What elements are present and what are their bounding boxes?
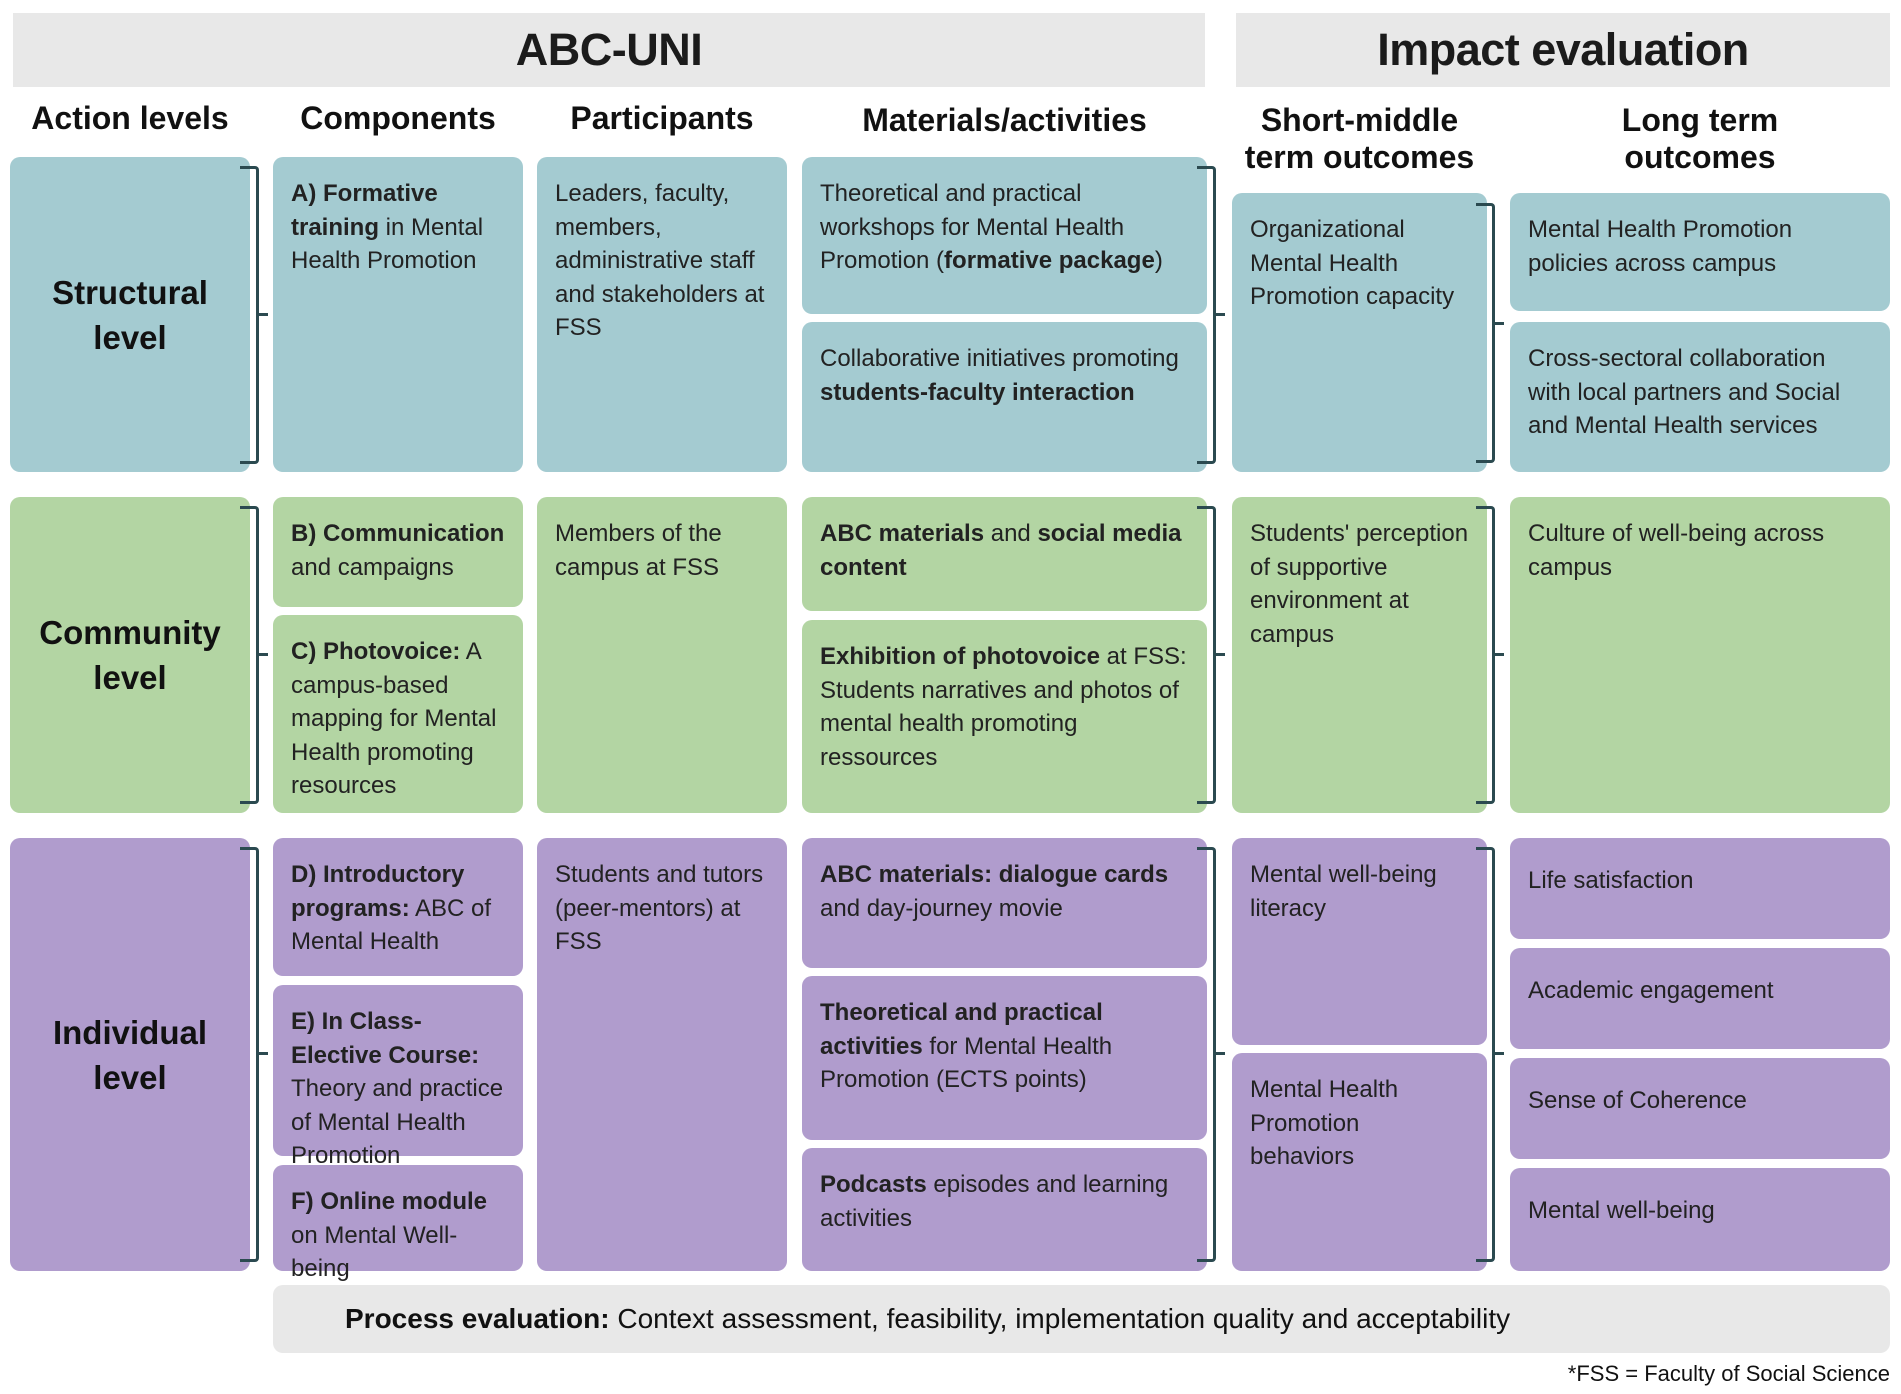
long-outcome-sense-of-coherence: Sense of Coherence — [1510, 1058, 1890, 1159]
short-outcome-mhp-behaviors: Mental Health Promotion behaviors — [1232, 1053, 1487, 1271]
bracket-tick-individual-short — [1495, 1052, 1504, 1055]
material-workshops-post: ) — [1154, 247, 1163, 274]
short-outcome-wellbeing-literacy: Mental well-being literacy — [1232, 838, 1487, 1045]
material-ects-rest: for Mental Health Promotion (ECTS points… — [820, 1032, 1113, 1094]
material-collaborative-initiatives: Collaborative initiatives promoting stud… — [802, 322, 1207, 472]
participants-structural: Leaders, faculty, members, administrativ… — [537, 157, 787, 472]
process-evaluation-label: Process evaluation: — [345, 1303, 610, 1334]
long-outcome-cross-sectoral: Cross-sectoral collaboration with local … — [1510, 322, 1890, 472]
long-outcome-culture-wellbeing: Culture of well-being across campus — [1510, 497, 1890, 813]
material-collaborative-pre: Collaborative initiatives promoting — [820, 345, 1179, 372]
short-outcome-organizational-capacity: Organizational Mental Health Promotion c… — [1232, 193, 1487, 472]
level-structural: Structural level — [10, 157, 250, 472]
header-short-middle-outcomes: Short-middle term outcomes — [1232, 102, 1487, 176]
header-long-term-outcomes: Long term outcomes — [1510, 102, 1890, 176]
banner-abc-uni: ABC-UNI — [13, 13, 1205, 87]
header-participants: Participants — [570, 100, 754, 136]
header-short-middle-line2: term outcomes — [1244, 139, 1475, 175]
material-dialogue-rest: and day-journey movie — [820, 894, 1063, 922]
material-abc-mid: and — [984, 520, 1038, 547]
component-d-rest: ABC of Mental Health — [291, 894, 492, 956]
long-outcome-academic-engagement: Academic engagement — [1510, 948, 1890, 1049]
header-short-middle-line1: Short-middle — [1260, 102, 1459, 138]
component-b-rest: and campaigns — [291, 553, 454, 581]
bracket-structural-materials — [1197, 166, 1216, 464]
component-d-bold: D) Introductory programs: — [291, 861, 465, 922]
bracket-individual-short — [1476, 847, 1495, 1262]
component-c-rest: A campus-based mapping for Mental Health… — [291, 638, 497, 799]
material-collaborative-bold: students-faculty interaction — [820, 378, 1135, 406]
short-outcome-supportive-environment: Students' perception of supportive envir… — [1232, 497, 1487, 813]
long-outcome-mhp-policies: Mental Health Promotion policies across … — [1510, 193, 1890, 311]
material-ects-activities: Theoretical and practical activities for… — [802, 976, 1207, 1140]
component-f-bold: F) Online module — [291, 1188, 487, 1215]
long-outcome-mental-wellbeing: Mental well-being — [1510, 1168, 1890, 1271]
component-c-bold: C) Photovoice: — [291, 638, 461, 665]
bracket-tick-structural-short — [1495, 322, 1504, 325]
material-workshops-pre: Theoretical and practical workshops for … — [820, 180, 1125, 274]
component-e-rest: Theory and practice of Mental Health Pro… — [291, 1075, 504, 1169]
level-individual-line2: level — [93, 1058, 167, 1096]
material-workshops: Theoretical and practical workshops for … — [802, 157, 1207, 314]
bracket-tick-structural-materials — [1216, 313, 1225, 316]
component-d-introductory-programs: D) Introductory programs: ABC of Mental … — [273, 838, 523, 976]
material-abc-social-media: ABC materials and social media content — [802, 497, 1207, 611]
component-a-formative-training: A) Formative training in Mental Health P… — [273, 157, 523, 472]
material-abc-bold1: ABC materials — [820, 520, 985, 547]
material-ects-bold: Theoretical and practical activities — [820, 999, 1103, 1060]
process-evaluation-text: Context assessment, feasibility, impleme… — [609, 1303, 1511, 1334]
bracket-community-materials — [1197, 506, 1216, 804]
bracket-individual — [240, 847, 259, 1262]
component-f-rest: on Mental Well-being — [291, 1221, 458, 1283]
header-materials: Materials/activities — [862, 102, 1147, 138]
level-community: Community level — [10, 497, 250, 813]
material-abc-bold2: social media content — [820, 520, 1182, 581]
component-a-rest: in Mental Health Promotion — [291, 213, 484, 275]
component-a-bold: A) Formative training — [291, 180, 438, 241]
level-structural-line2: level — [93, 318, 167, 356]
header-long-term-line1: Long term — [1621, 102, 1779, 138]
material-dialogue-bold: ABC materials: dialogue cards — [820, 861, 1169, 888]
level-community-line2: level — [93, 659, 167, 696]
bracket-community — [240, 506, 259, 804]
bracket-tick-individual — [259, 1052, 268, 1055]
level-individual: Individual level — [10, 838, 250, 1271]
process-evaluation-bar: Process evaluation: Context assessment, … — [273, 1285, 1890, 1353]
material-podcasts: Podcasts episodes and learning activitie… — [802, 1148, 1207, 1271]
component-b-bold: B) Communication — [291, 520, 505, 547]
component-c-photovoice: C) Photovoice: A campus-based mapping fo… — [273, 615, 523, 813]
bracket-tick-community-short — [1495, 653, 1504, 656]
material-podcasts-bold: Podcasts — [820, 1171, 927, 1198]
level-individual-line1: Individual — [52, 1013, 207, 1051]
header-components: Components — [300, 100, 496, 136]
header-long-term-line2: outcomes — [1624, 139, 1776, 175]
component-b-communication: B) Communication and campaigns — [273, 497, 523, 607]
bracket-tick-structural — [259, 313, 268, 316]
header-action-levels: Action levels — [31, 100, 229, 136]
material-exhibition-bold: Exhibition of photovoice — [820, 643, 1100, 670]
component-f-online-module: F) Online module on Mental Well-being — [273, 1165, 523, 1282]
bracket-tick-individual-materials — [1216, 1052, 1225, 1055]
bracket-individual-materials — [1197, 847, 1216, 1262]
bracket-community-short — [1476, 506, 1495, 804]
level-community-line1: Community — [39, 614, 221, 651]
level-structural-line1: Structural — [52, 273, 208, 311]
bracket-structural — [240, 166, 259, 464]
material-dialogue-cards: ABC materials: dialogue cards and day-jo… — [802, 838, 1207, 968]
long-outcome-life-satisfaction: Life satisfaction — [1510, 838, 1890, 939]
component-e-elective-course: E) In Class-Elective Course: Theory and … — [273, 985, 523, 1169]
participants-community: Members of the campus at FSS — [537, 497, 787, 813]
component-e-bold: E) In Class-Elective Course: — [291, 1008, 480, 1069]
banner-impact-evaluation: Impact evaluation — [1236, 13, 1890, 87]
bracket-structural-short — [1476, 203, 1495, 463]
material-workshops-bold: formative package — [944, 247, 1155, 274]
material-exhibition-rest: at FSS: Students narratives and photos o… — [820, 643, 1187, 771]
participants-individual: Students and tutors (peer-mentors) at FS… — [537, 838, 787, 1271]
material-podcasts-rest: episodes and learning activities — [820, 1171, 1169, 1232]
bracket-tick-community-materials — [1216, 653, 1225, 656]
footnote-fss: *FSS = Faculty of Social Science — [1567, 1361, 1890, 1386]
bracket-tick-community — [259, 653, 268, 656]
material-photovoice-exhibition: Exhibition of photovoice at FSS: Student… — [802, 620, 1207, 813]
